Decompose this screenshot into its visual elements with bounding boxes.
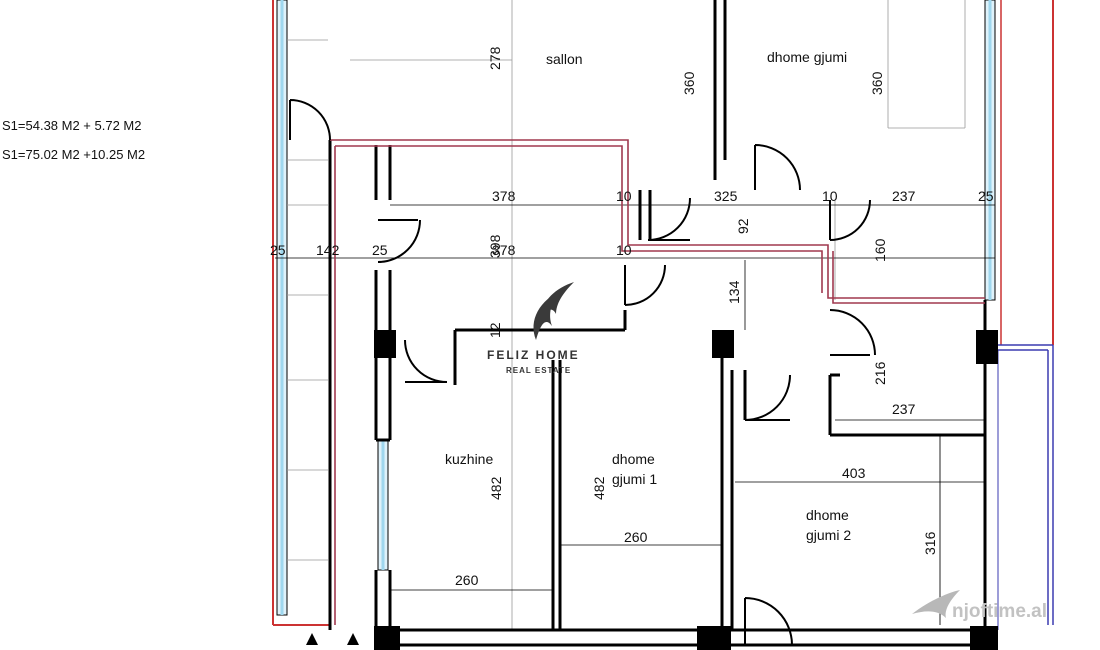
dim-10-c: 10	[616, 242, 632, 258]
logo-name: FELIZ HOME	[487, 348, 580, 362]
dim-10-a: 10	[616, 188, 632, 204]
corridor-outline	[330, 139, 985, 625]
area-line-2: S1=75.02 M2 +10.25 M2	[2, 147, 146, 162]
columns	[374, 330, 998, 650]
logo-tagline: REAL ESTATE	[506, 366, 571, 375]
dim-237-bottom: 237	[892, 401, 916, 417]
feliz-home-logo: FELIZ HOME REAL ESTATE	[487, 282, 580, 375]
entrance-arrows	[306, 633, 359, 645]
dim-25-mid: 25	[372, 242, 388, 258]
dim-378-mid: 378	[492, 242, 516, 258]
dim-325: 325	[714, 188, 738, 204]
dim-360-left: 360	[681, 71, 697, 95]
dim-260-left: 260	[455, 572, 479, 588]
dim-10-b: 10	[822, 188, 838, 204]
dim-482-right: 482	[591, 476, 607, 500]
dimension-labels: 378 10 325 10 237 25 25 142 25 378 10 23…	[270, 188, 994, 588]
room-dhome-gjumi-2-line1: dhome	[806, 507, 849, 523]
watermark: njoftime.al	[912, 590, 1047, 622]
dim-278: 278	[487, 46, 503, 70]
dim-403: 403	[842, 465, 866, 481]
dim-360-right: 360	[869, 71, 885, 95]
guide-lines	[287, 0, 966, 630]
room-dhome-gjumi-1-line1: dhome	[612, 451, 655, 467]
doors	[289, 99, 876, 646]
logo-flame-icon	[533, 282, 574, 340]
dim-237-top: 237	[892, 188, 916, 204]
dim-216: 216	[872, 361, 888, 385]
watermark-text: njoftime.al	[952, 601, 1047, 622]
dim-160: 160	[872, 238, 888, 262]
dim-25-left: 25	[270, 242, 286, 258]
vertical-dimension-labels: 278 360 360 92 160 398 134 12 216 482 48…	[487, 46, 938, 555]
room-dhome-gjumi: dhome gjumi	[767, 49, 847, 65]
dim-482-left: 482	[488, 476, 504, 500]
watermark-swoosh-icon	[912, 590, 960, 618]
room-sallon: sallon	[546, 51, 583, 67]
dim-12: 12	[487, 322, 503, 338]
room-dhome-gjumi-1-line2: gjumi 1	[612, 471, 657, 487]
walls	[328, 0, 998, 647]
dim-398: 398	[487, 234, 503, 258]
dim-92: 92	[735, 218, 751, 234]
dim-25-right: 25	[978, 188, 994, 204]
outer-boundary	[272, 0, 1054, 630]
window-glass	[276, 0, 996, 616]
dim-134: 134	[726, 280, 742, 304]
area-line-1: S1=54.38 M2 + 5.72 M2	[2, 118, 142, 133]
dim-316: 316	[922, 531, 938, 555]
dim-260-right: 260	[624, 529, 648, 545]
room-kuzhine: kuzhine	[445, 451, 493, 467]
room-dhome-gjumi-2-line2: gjumi 2	[806, 527, 851, 543]
dim-378-top: 378	[492, 188, 516, 204]
dim-142: 142	[316, 242, 340, 258]
